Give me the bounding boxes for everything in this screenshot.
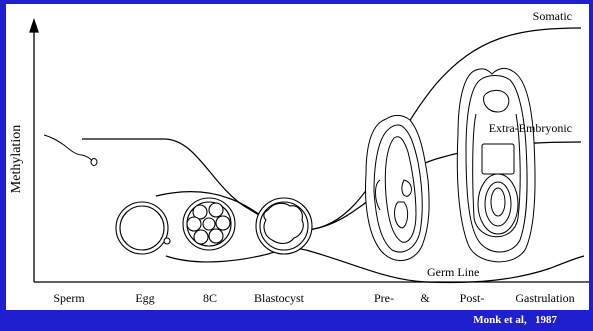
egg-icon [116,202,170,254]
somatic-label: Somatic [533,9,572,23]
stage-label-8c: 8C [203,291,217,305]
stage-label-blastocyst: Blastocyst [254,291,305,305]
pre-gastrulation-embryo-icon [366,115,430,260]
stage-labels: Sperm Egg 8C Blastocyst Pre- & Post- Gas… [53,291,574,305]
stage-label-sperm: Sperm [53,291,85,305]
stage-label-gastrulation: Gastrulation [515,291,574,305]
y-axis-label: Methylation [9,125,24,193]
y-axis-arrow [30,20,38,32]
stage-label-and: & [420,291,430,305]
extra-embryonic-label: Extra-Embryonic [489,121,572,135]
germ-line-label: Germ Line [427,265,479,279]
stage-label-egg: Egg [135,291,154,305]
stage-label-pre: Pre- [374,291,394,305]
blastocyst-icon [256,198,312,254]
eight-cell-icon [183,198,235,250]
diagram-panel: Methylation [6,4,589,310]
methylation-diagram: Methylation [6,4,589,310]
post-gastrulation-embryo-icon [457,68,535,261]
extra-embryonic-curve [306,142,581,230]
stage-label-post: Post- [460,291,485,305]
citation: Monk et al, 1987 [473,314,557,326]
